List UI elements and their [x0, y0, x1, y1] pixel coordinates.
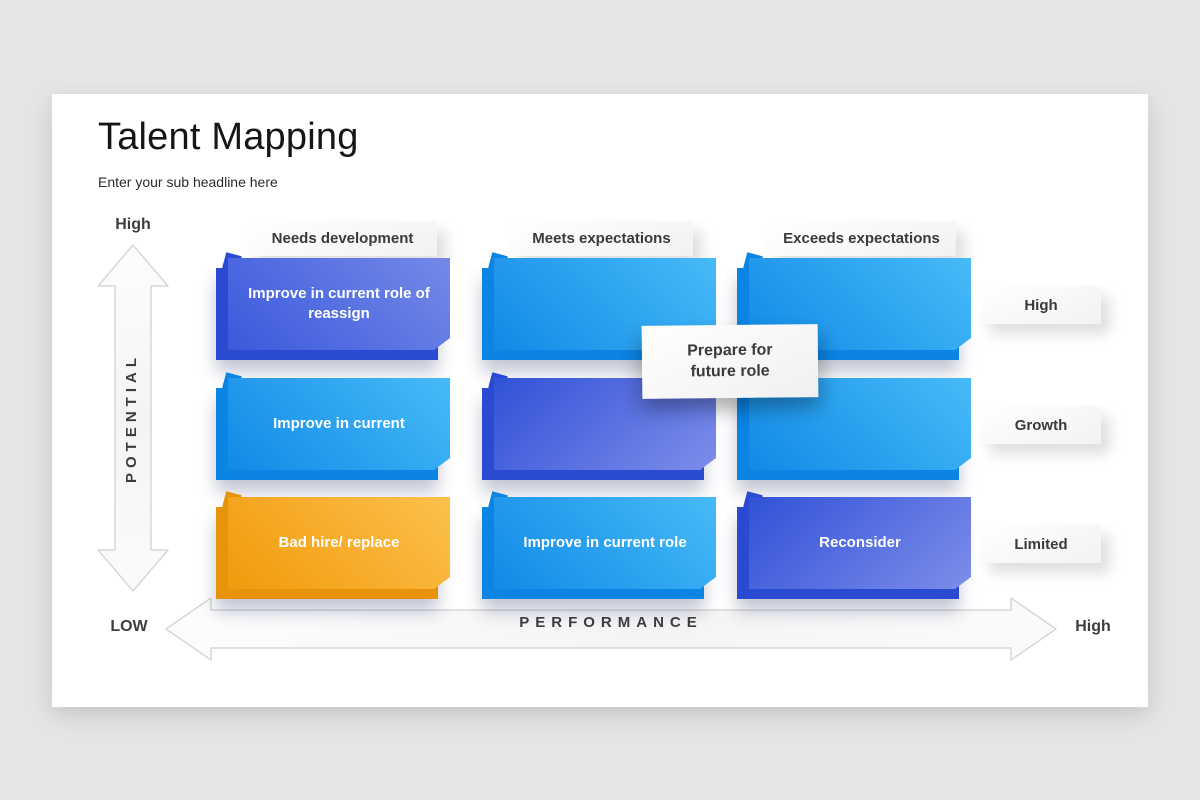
x-axis-label: PERFORMANCE	[519, 614, 703, 631]
column-header-meets-expectations: Meets expectations	[510, 221, 693, 256]
slide: Talent Mapping Enter your sub headline h…	[52, 94, 1148, 707]
matrix-cell-r1c1: Improve in current role of reassign	[216, 252, 450, 360]
matrix-cell-label: Bad hire/ replace	[228, 497, 450, 589]
row-label-high: High	[981, 286, 1101, 324]
overlay-card-label: Prepare for future role	[687, 341, 773, 380]
row-label-growth: Growth	[981, 406, 1101, 444]
matrix-cell-r2c1: Improve in current	[216, 372, 450, 480]
page-title: Talent Mapping	[98, 116, 359, 158]
matrix-cell-label: Improve in current role of reassign	[228, 258, 450, 350]
matrix-cell-label: Improve in current role	[494, 497, 716, 589]
matrix-cell-label: Improve in current	[228, 378, 450, 470]
matrix-cell-r3c3: Reconsider	[737, 491, 971, 599]
page-subtitle: Enter your sub headline here	[98, 174, 278, 190]
matrix-cell-label: Reconsider	[749, 497, 971, 589]
column-header-needs-development: Needs development	[248, 221, 437, 256]
y-axis-label: POTENTIAL	[123, 353, 140, 483]
overlay-card-prepare-for-future-role: Prepare for future role	[641, 324, 819, 399]
potential-axis-arrow	[97, 244, 169, 592]
matrix-cell-r3c2: Improve in current role	[482, 491, 716, 599]
row-label-limited: Limited	[981, 525, 1101, 563]
x-axis-high-label: High	[1075, 618, 1111, 635]
matrix-cell-r3c1: Bad hire/ replace	[216, 491, 450, 599]
performance-axis-arrow	[165, 597, 1057, 661]
y-axis-high-label: High	[115, 216, 151, 233]
x-axis-low-label: LOW	[110, 618, 148, 635]
column-header-exceeds-expectations: Exceeds expectations	[767, 221, 956, 256]
